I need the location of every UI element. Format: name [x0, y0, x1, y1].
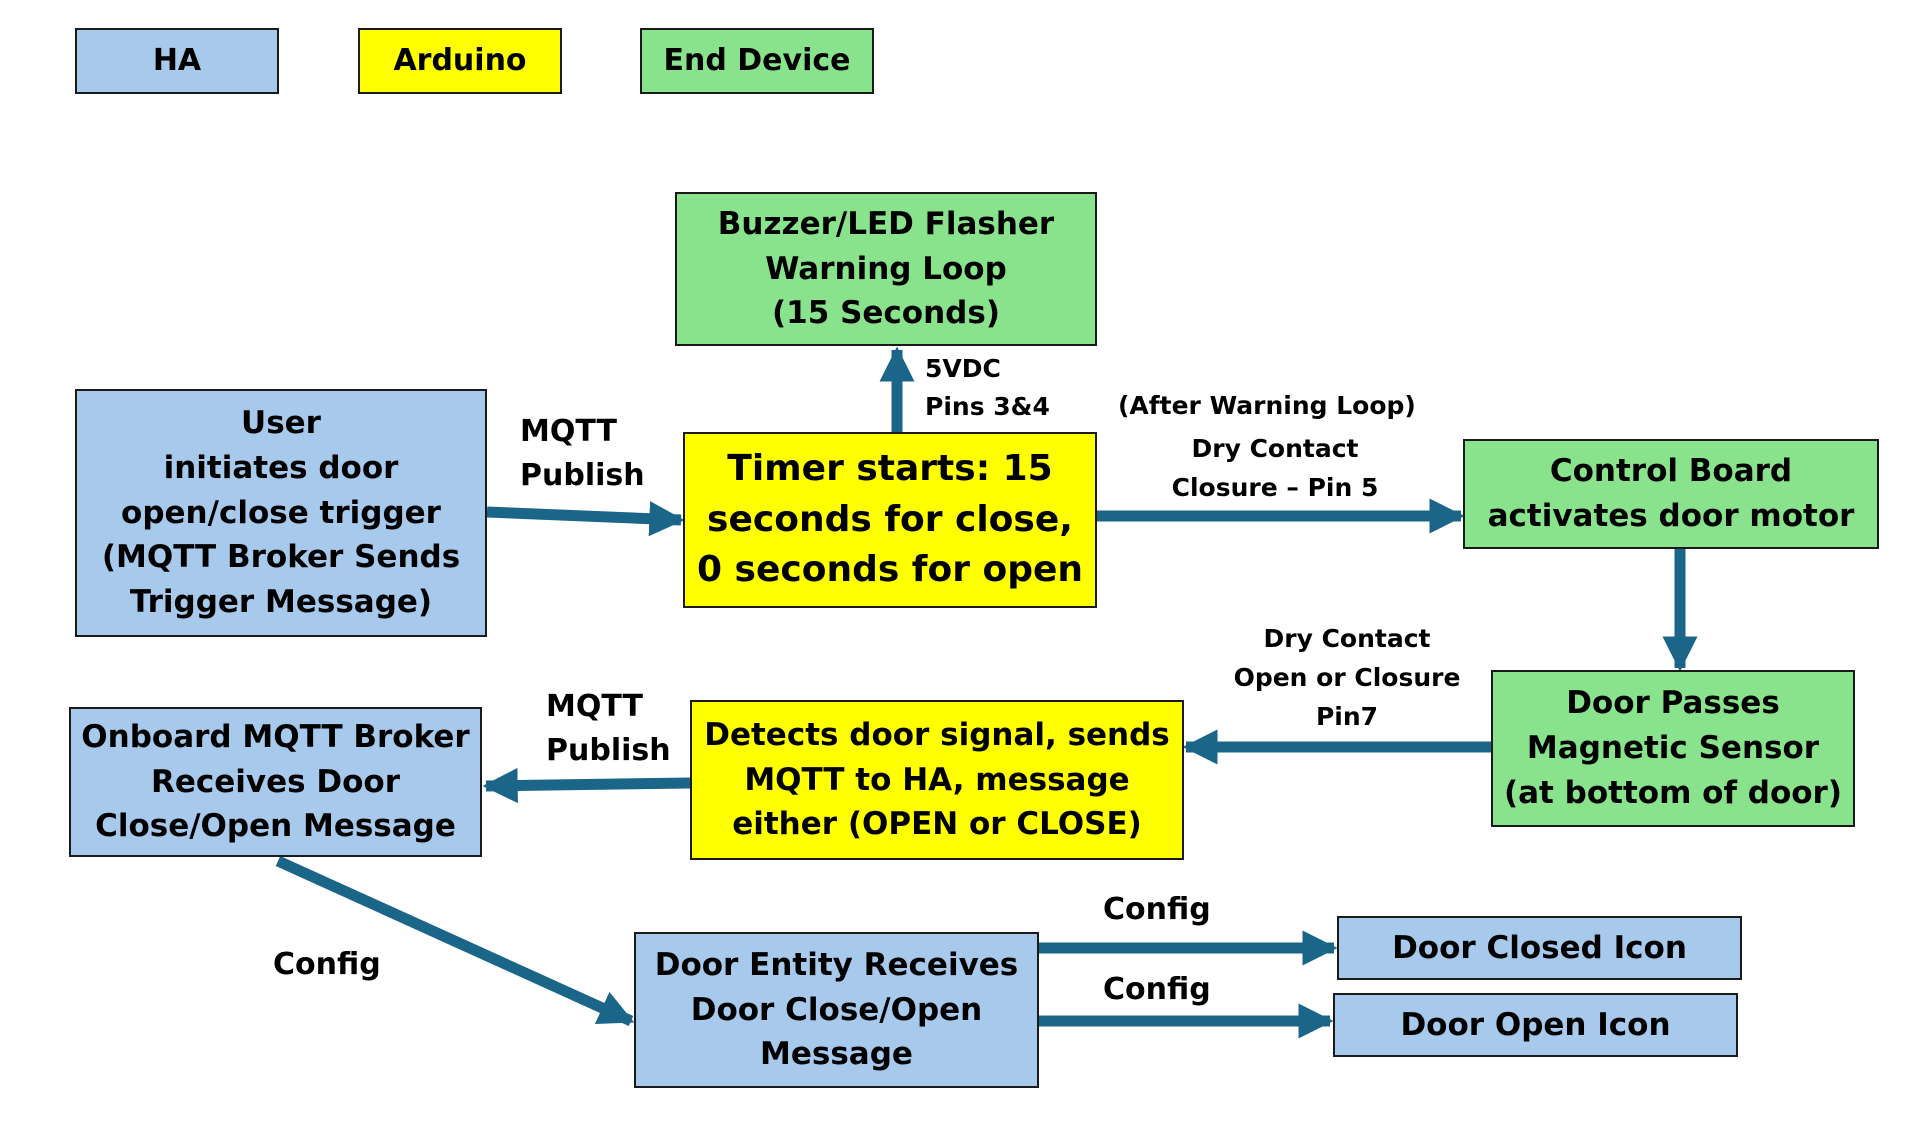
- legend-arduino: Arduino: [358, 28, 562, 94]
- legend-ha: HA: [75, 28, 279, 94]
- node-onboard-mqtt-broker: Onboard MQTT Broker Receives Door Close/…: [69, 707, 482, 857]
- legend-arduino-label: Arduino: [393, 43, 527, 79]
- label-after-warning-loop: (After Warning Loop): [1118, 391, 1416, 420]
- node-door-entity: Door Entity Receives Door Close/Open Mes…: [634, 932, 1039, 1088]
- node-timer-text: Timer starts: 15 seconds for close, 0 se…: [696, 448, 1084, 591]
- node-detects-text: Detects door signal, sends MQTT to HA, m…: [704, 716, 1170, 843]
- node-buzzer-led-flasher: Buzzer/LED Flasher Warning Loop (15 Seco…: [675, 192, 1097, 346]
- node-control-board: Control Board activates door motor: [1463, 439, 1879, 549]
- node-open-icon-text: Door Open Icon: [1400, 1006, 1671, 1043]
- node-door-closed-icon: Door Closed Icon: [1337, 916, 1742, 980]
- node-user-text: User initiates door open/close trigger (…: [101, 404, 461, 621]
- arrow-broker-to-entity: [275, 855, 635, 1027]
- node-buzzer-text: Buzzer/LED Flasher Warning Loop (15 Seco…: [717, 205, 1055, 332]
- node-broker-text: Onboard MQTT Broker Receives Door Close/…: [81, 718, 470, 845]
- node-entity-text: Door Entity Receives Door Close/Open Mes…: [654, 946, 1019, 1073]
- label-entity-to-open-icon: Config: [1103, 972, 1211, 1007]
- legend-end-device: End Device: [640, 28, 874, 94]
- legend-ha-label: HA: [152, 43, 202, 79]
- legend-end-device-label: End Device: [663, 43, 851, 79]
- arrow-user-to-timer: [486, 501, 685, 537]
- node-timer: Timer starts: 15 seconds for close, 0 se…: [683, 432, 1097, 608]
- arrow-detects-to-broker: [482, 767, 691, 804]
- label-timer-to-control-board: Dry Contact Closure – Pin 5: [1171, 434, 1379, 502]
- label-user-to-timer: MQTT Publish: [520, 414, 645, 493]
- node-closed-icon-text: Door Closed Icon: [1392, 929, 1687, 966]
- node-door-passes-text: Door Passes Magnetic Sensor (at bottom o…: [1503, 685, 1843, 811]
- node-door-passes-sensor: Door Passes Magnetic Sensor (at bottom o…: [1491, 670, 1855, 827]
- label-detects-to-broker: MQTT Publish: [546, 689, 671, 768]
- node-user-trigger: User initiates door open/close trigger (…: [75, 389, 487, 637]
- node-door-open-icon: Door Open Icon: [1333, 993, 1738, 1057]
- node-control-board-text: Control Board activates door motor: [1487, 453, 1855, 534]
- node-detects-door-signal: Detects door signal, sends MQTT to HA, m…: [690, 700, 1184, 860]
- label-entity-to-closed-icon: Config: [1103, 892, 1211, 927]
- label-broker-to-entity: Config: [273, 947, 381, 982]
- label-timer-to-buzzer: 5VDC Pins 3&4: [925, 354, 1050, 421]
- label-door-passes-to-detects: Dry Contact Open or Closure Pin7: [1233, 624, 1461, 731]
